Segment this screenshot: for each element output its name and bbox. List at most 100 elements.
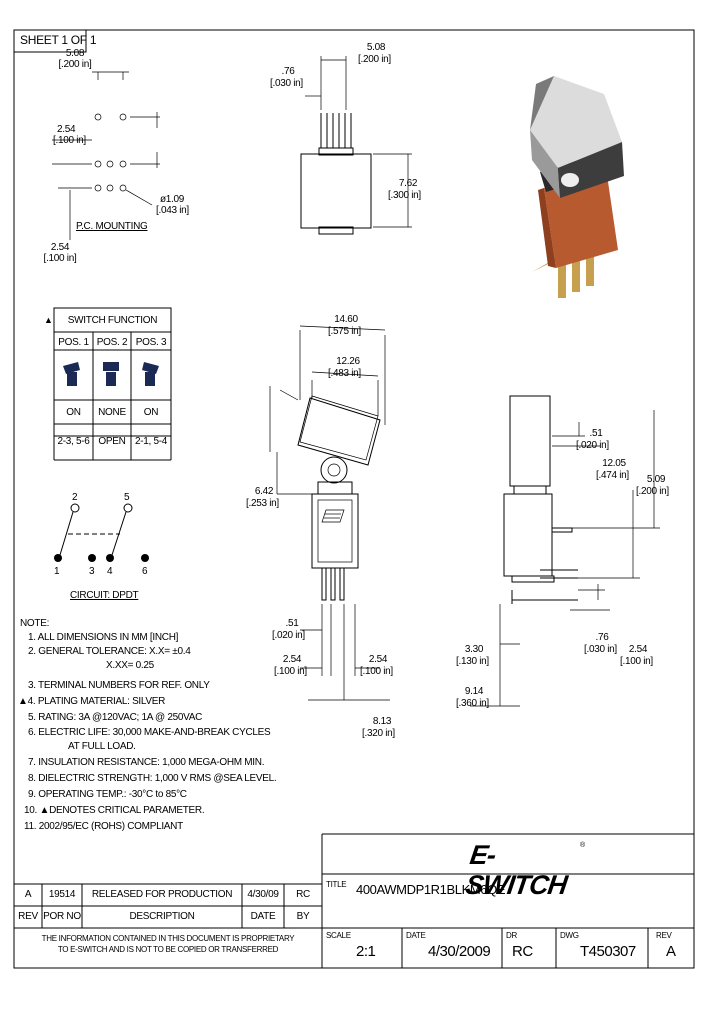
dwg-label: DWG — [560, 931, 579, 940]
front-dim-g-in: [.320 in] — [362, 728, 395, 739]
e-switch-logo: E-SWITCH ® — [464, 840, 588, 900]
pc-dim-hole-in: [.043 in] — [156, 205, 189, 216]
dr-value: RC — [512, 943, 533, 960]
scale-value: 2:1 — [356, 943, 376, 960]
pc-dim-top-in: [.200 in] — [58, 59, 92, 70]
title-block-lines — [14, 833, 694, 969]
pc-dim-mid-mm: 2.54 — [57, 124, 76, 135]
proprietary-line-2: TO E-SWITCH AND IS NOT TO BE COPIED OR T… — [57, 945, 279, 954]
front-dim-f-mm: 2.54 — [368, 654, 388, 665]
top-dim-a-mm: .76 — [281, 66, 295, 77]
side-dim-g-mm: 9.14 — [464, 686, 484, 697]
note-11: 11. 2002/95/EC (ROHS) COMPLIANT — [24, 821, 183, 832]
pc-mounting-label: P.C. MOUNTING — [76, 221, 148, 232]
note-3: 3. TERMINAL NUMBERS FOR REF. ONLY — [28, 680, 210, 691]
terminal-5: 5 — [124, 492, 130, 503]
pos-3-contacts: 2-1, 5-4 — [134, 436, 168, 447]
side-dim-g-in: [.360 in] — [456, 698, 489, 709]
front-dim-d-mm: .51 — [285, 618, 299, 629]
terminal-1: 1 — [54, 566, 60, 577]
front-view — [269, 325, 390, 701]
note-5: 5. RATING: 3A @120VAC; 1A @ 250VAC — [28, 712, 203, 723]
top-view-body — [300, 56, 412, 235]
note-10: 10. ▲DENOTES CRITICAL PARAMETER. — [24, 805, 205, 816]
side-dim-e-mm: .76 — [595, 632, 609, 643]
dr-label: DR — [506, 931, 517, 940]
front-dim-e-mm: 2.54 — [282, 654, 302, 665]
dwg-value: T450307 — [580, 943, 636, 960]
note-2: 2. GENERAL TOLERANCE: X.X= ±0.4 — [28, 646, 191, 657]
sheet-box — [13, 29, 87, 53]
pos-2-header: POS. 2 — [96, 337, 128, 348]
side-dim-f-in: [.100 in] — [620, 656, 653, 667]
front-dim-b-mm: 12.26 — [336, 356, 360, 367]
rev-row-description: RELEASED FOR PRODUCTION — [91, 889, 233, 900]
note-1: 1. ALL DIMENSIONS IN MM [INCH] — [28, 632, 179, 643]
pc-dim-bottom-in: [.100 in] — [43, 253, 77, 264]
proprietary-line-1: THE INFORMATION CONTAINED IN THIS DOCUME… — [41, 934, 295, 943]
rev-row-date: 4/30/09 — [247, 889, 279, 900]
top-dim-c-in: [.300 in] — [388, 190, 421, 201]
note-7: 7. INSULATION RESISTANCE: 1,000 MEGA-OHM… — [28, 757, 265, 768]
note-6b: AT FULL LOAD. — [68, 741, 136, 752]
pc-dim-bottom-mm: 2.54 — [50, 242, 70, 253]
rev-header-rev: REV — [18, 911, 38, 922]
top-dim-c-mm: 7.62 — [398, 178, 418, 189]
side-dim-d-mm: 3.30 — [464, 644, 484, 655]
side-view — [470, 395, 660, 707]
front-dim-c-mm: 6.42 — [254, 486, 274, 497]
title-label: TITLE — [326, 880, 347, 889]
terminal-2: 2 — [72, 492, 78, 503]
side-dim-c-mm: 5.09 — [646, 474, 666, 485]
rev-header-por: POR NO — [43, 911, 81, 922]
scale-label: SCALE — [326, 931, 351, 940]
pos-2-state: NONE — [98, 407, 126, 418]
front-dim-a-mm: 14.60 — [334, 314, 358, 325]
rev-label: REV — [656, 931, 672, 940]
front-dim-g-mm: 8.13 — [372, 716, 392, 727]
rev-header-by: BY — [296, 911, 310, 922]
pos-1-header: POS. 1 — [58, 337, 89, 348]
front-dim-b-in: [.483 in] — [328, 368, 361, 379]
top-dim-a-in: [.030 in] — [270, 78, 303, 89]
rev-header-description: DESCRIPTION — [129, 911, 195, 922]
terminal-3: 3 — [89, 566, 95, 577]
side-dim-c-in: [.200 in] — [636, 486, 669, 497]
sheet-label: SHEET 1 OF 1 — [20, 33, 97, 47]
rev-row-por: 19514 — [48, 889, 76, 900]
note-4: ▲4. PLATING MATERIAL: SILVER — [18, 696, 166, 707]
side-dim-b-in: [.474 in] — [596, 470, 629, 481]
side-dim-a-in: [.020 in] — [576, 440, 609, 451]
rev-value: A — [666, 943, 676, 960]
switch-3d-render — [530, 76, 624, 298]
sheet-border — [13, 29, 695, 969]
terminal-4: 4 — [107, 566, 113, 577]
front-dim-f-in: [.100 in] — [360, 666, 393, 677]
top-dim-b-mm: 5.08 — [366, 42, 386, 53]
pos-3-state: ON — [143, 407, 159, 418]
rev-header-date: DATE — [250, 911, 276, 922]
critical-marker: ▲ — [44, 315, 53, 325]
logo-mark: ® — [580, 842, 586, 849]
switch-function-table — [53, 307, 172, 461]
pc-mounting-holes — [52, 71, 160, 240]
side-dim-f-mm: 2.54 — [628, 644, 648, 655]
pc-dim-hole-mm: ø1.09 — [160, 194, 185, 205]
pos-3-header: POS. 3 — [135, 337, 167, 348]
pc-dim-mid-in: [.100 in] — [53, 135, 86, 146]
note-9: 9. OPERATING TEMP.: -30°C to 85°C — [28, 789, 187, 800]
note-6: 6. ELECTRIC LIFE: 30,000 MAKE-AND-BREAK … — [28, 727, 271, 738]
circuit-label: CIRCUIT: DPDT — [70, 590, 139, 601]
top-dim-b-in: [.200 in] — [358, 54, 391, 65]
side-dim-e-in: [.030 in] — [584, 644, 617, 655]
side-dim-d-in: [.130 in] — [456, 656, 489, 667]
switch-function-header: SWITCH FUNCTION — [67, 315, 158, 326]
note-2b: X.XX= 0.25 — [106, 660, 154, 671]
front-dim-a-in: [.575 in] — [328, 326, 361, 337]
side-dim-b-mm: 12.05 — [602, 458, 626, 469]
date-label: DATE — [406, 931, 426, 940]
front-dim-d-in: [.020 in] — [272, 630, 305, 641]
front-dim-e-in: [.100 in] — [274, 666, 307, 677]
rev-row-by: RC — [296, 889, 310, 900]
